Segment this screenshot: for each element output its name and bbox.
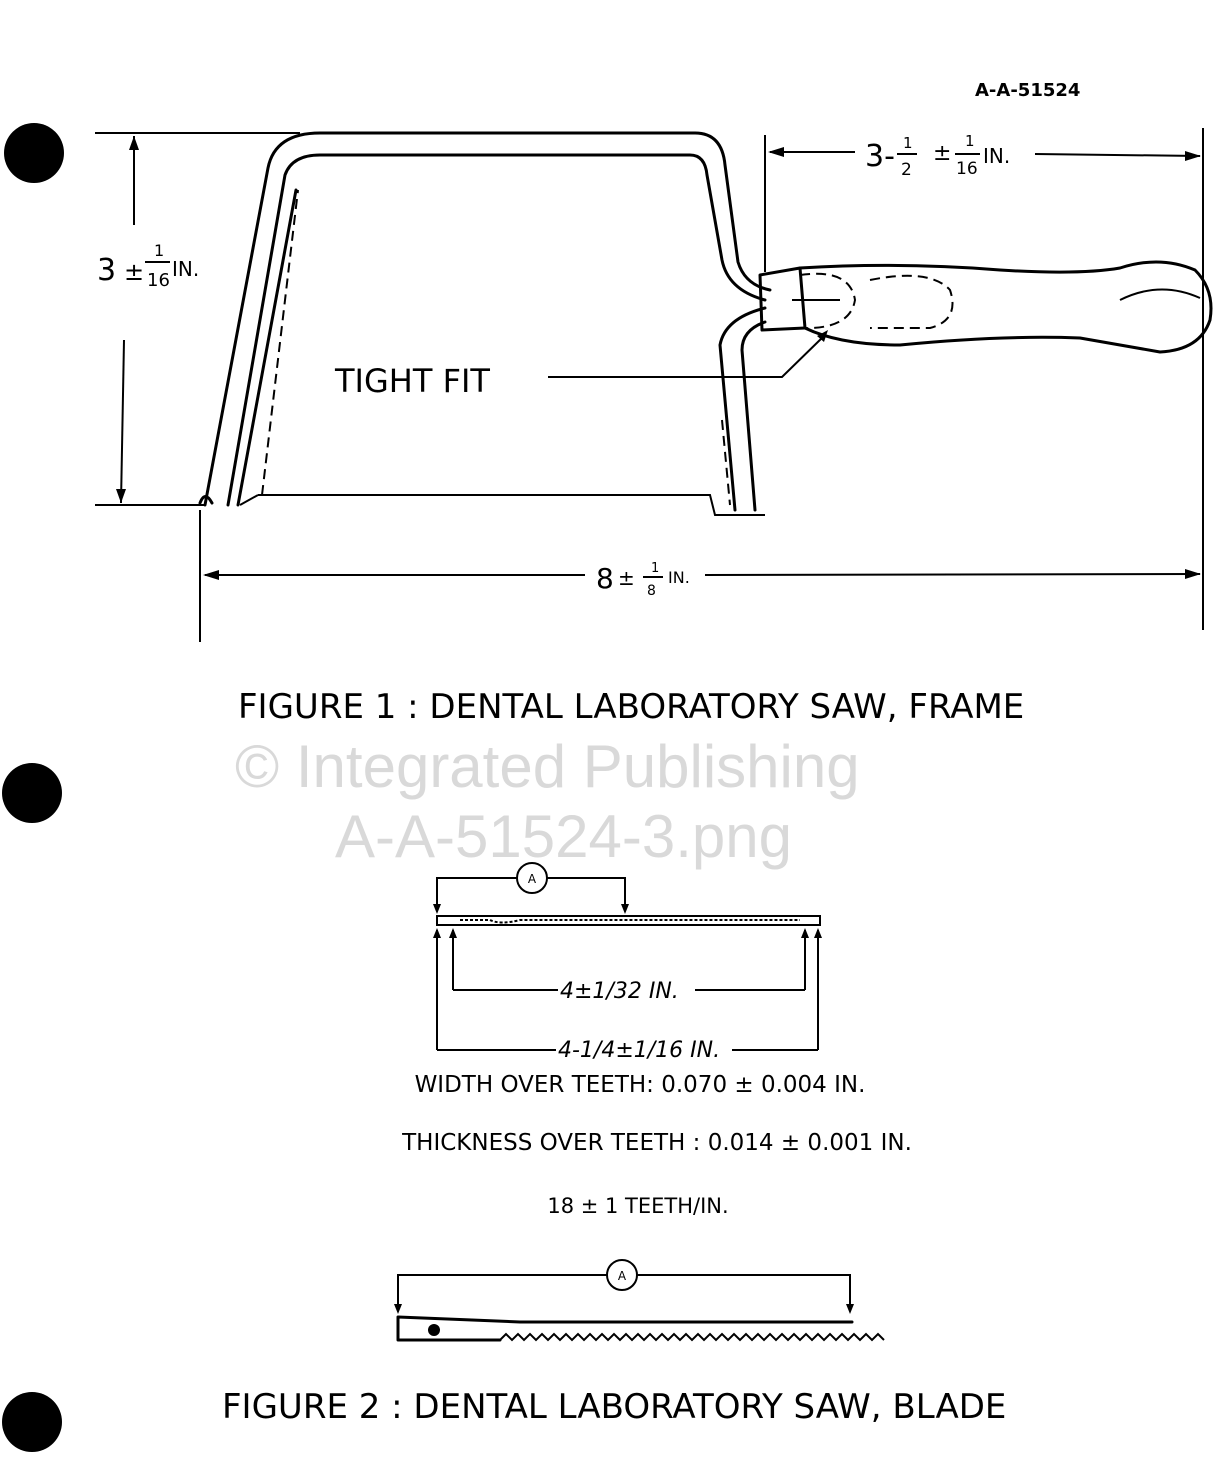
svg-text:16: 16 [147,270,170,291]
tight-fit-callout: TIGHT FIT [334,330,828,400]
svg-text:3: 3 [97,253,116,288]
svg-text:1: 1 [965,132,975,150]
svg-text:±: ± [124,258,144,286]
dim-outer: 4-1/4±1/16 IN. [558,1038,720,1063]
svg-text:1: 1 [154,241,164,260]
svg-text:IN.: IN. [983,144,1010,168]
svg-text:IN.: IN. [668,568,690,587]
svg-text:2: 2 [901,160,912,180]
document-id: A-A-51524 [975,80,1080,101]
dimension-handle: 3- 1 2 ± 1 16 IN. [764,128,1204,630]
binder-hole [4,123,64,183]
svg-text:IN.: IN. [172,257,199,281]
svg-text:±: ± [933,141,951,166]
figure2-caption: FIGURE 2 : DENTAL LABORATORY SAW, BLADE [222,1387,1006,1427]
svg-text:±: ± [618,566,635,590]
binder-hole [2,1392,62,1452]
svg-text:8: 8 [647,583,656,599]
spec-thickness: THICKNESS OVER TEETH : 0.014 ± 0.001 IN. [401,1130,912,1156]
svg-text:8: 8 [596,562,614,595]
svg-text:A: A [618,1269,627,1283]
dim-inner: 4±1/32 IN. [560,979,679,1004]
svg-text:TIGHT FIT: TIGHT FIT [334,362,490,400]
dimension-length: 8 ± 1 8 IN. [199,510,1201,642]
spec-teeth: 18 ± 1 TEETH/IN. [547,1194,728,1218]
blade-top-view: A 4±1/32 IN. 4-1/4±1/16 IN. [433,862,822,1063]
saw-frame-drawing [198,131,1213,516]
svg-text:3-: 3- [865,139,895,174]
watermark-line2: A-A-51524-3.png [335,803,792,870]
svg-text:1: 1 [903,134,913,152]
watermark-line1: © Integrated Publishing [235,733,860,800]
blade-specs: WIDTH OVER TEETH: 0.070 ± 0.004 IN. THIC… [401,1072,912,1218]
dimension-height: 3 ± 1 16 IN. [95,132,300,506]
svg-text:1: 1 [651,561,659,576]
blade-side-view: A [394,1259,885,1342]
svg-text:16: 16 [956,159,978,179]
svg-text:A: A [528,872,537,886]
binder-hole [2,763,62,823]
spec-width: WIDTH OVER TEETH: 0.070 ± 0.004 IN. [415,1072,866,1098]
figure1-caption: FIGURE 1 : DENTAL LABORATORY SAW, FRAME [238,687,1024,727]
